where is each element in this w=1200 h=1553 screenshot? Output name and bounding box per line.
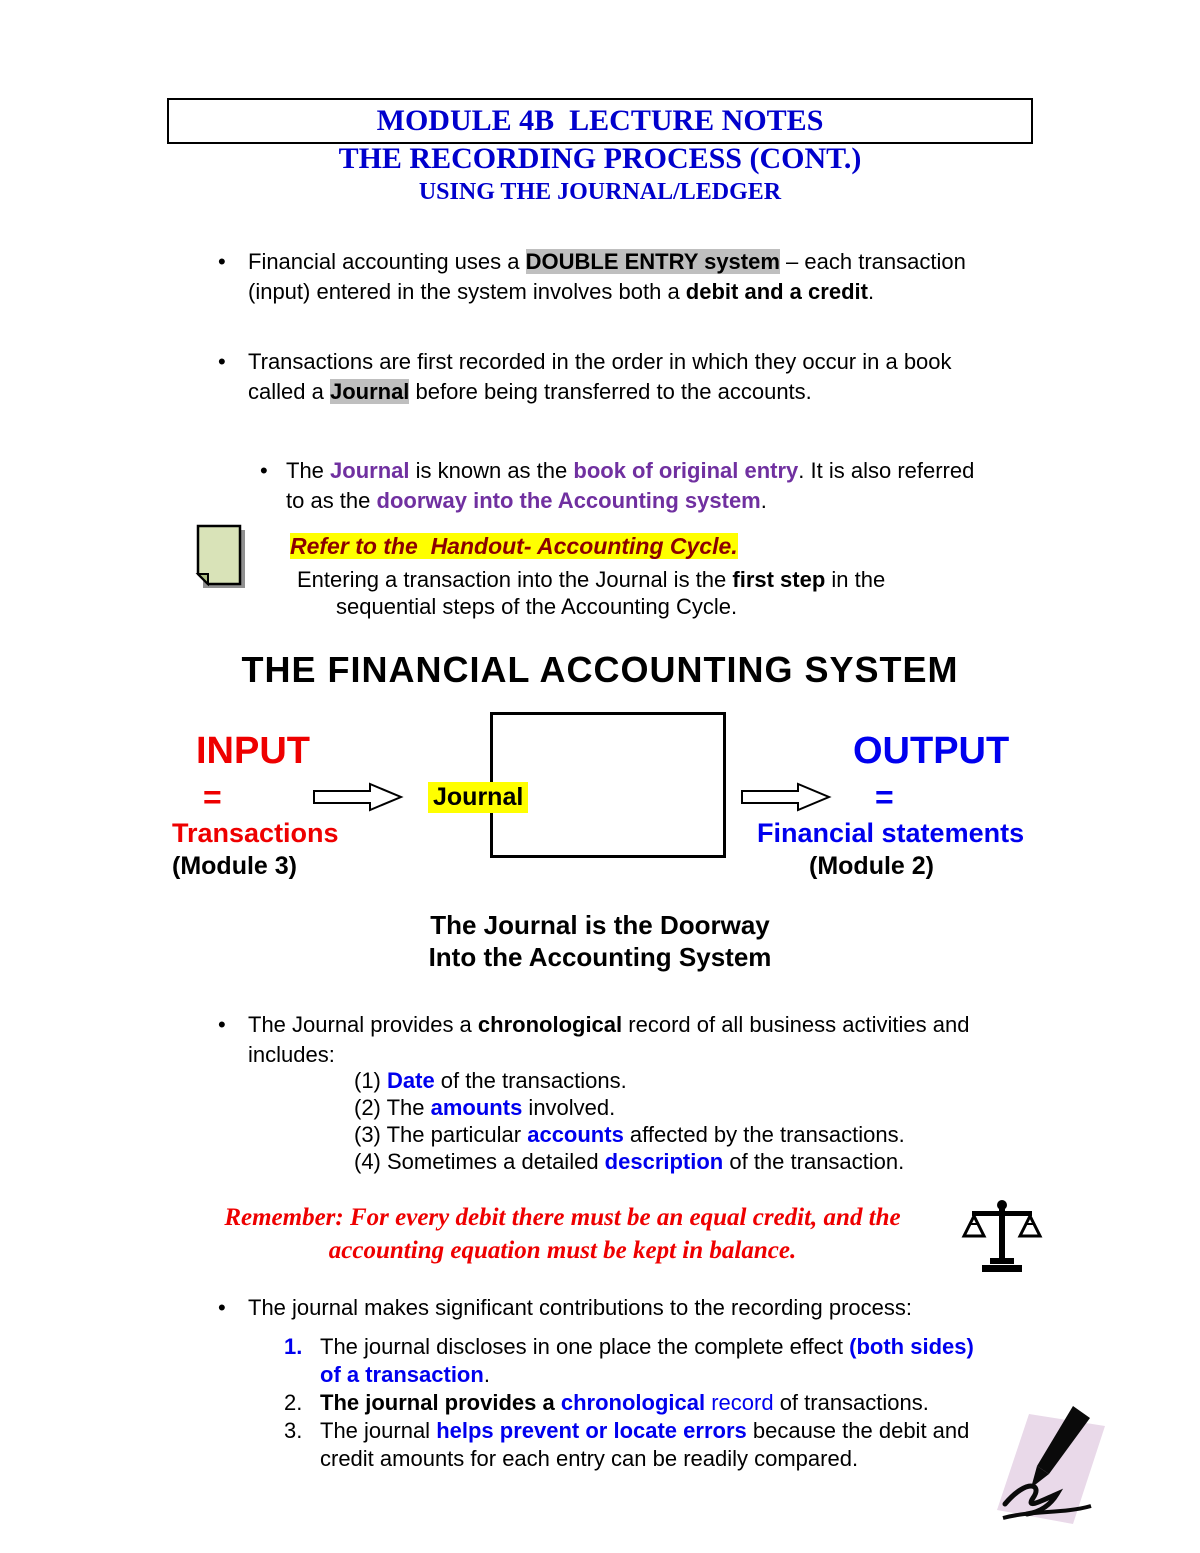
reminder-text: Remember: For every debit there must be …	[120, 1201, 1005, 1267]
bullet-contributions: The journal makes significant contributi…	[218, 1293, 1038, 1323]
bullet-marker	[218, 247, 248, 307]
bullet-double-entry: Financial accounting uses a DOUBLE ENTRY…	[218, 247, 1038, 307]
journal-features-list: (1) Date of the transactions. (2) The am…	[354, 1067, 1034, 1175]
page-title: THE RECORDING PROCESS (CONT.)	[338, 142, 862, 175]
item-text: The journal helps prevent or locate erro…	[320, 1418, 970, 1471]
output-label: OUTPUT	[853, 730, 1010, 772]
reminder-line-2: accounting equation must be kept in bala…	[328, 1237, 797, 1264]
bullet-journal-provides: The Journal provides a chronological rec…	[218, 1010, 1038, 1070]
flow-arrow-left-icon	[312, 781, 404, 818]
item-number: 1.	[284, 1334, 303, 1359]
input-module: (Module 3)	[172, 852, 297, 880]
output-value: Financial statements	[757, 818, 1025, 848]
flow-arrow-right-icon	[740, 781, 832, 818]
item-number: 3.	[284, 1418, 303, 1443]
bullet-text: The journal makes significant contributi…	[248, 1295, 913, 1320]
bullet-marker	[218, 1010, 248, 1070]
contribution-item-3: 3. The journal helps prevent or locate e…	[284, 1417, 1029, 1473]
bullet-text: Transactions are first recorded in the o…	[248, 349, 952, 404]
note-page-icon	[195, 524, 247, 595]
page-subtitle: USING THE JOURNAL/LEDGER	[418, 179, 782, 205]
diagram-caption-line1: The Journal is the Doorway	[430, 910, 770, 940]
balance-scales-icon	[960, 1198, 1044, 1281]
module-title-box: MODULE 4B LECTURE NOTES	[167, 98, 1033, 144]
note-line-2: Entering a transaction into the Journal …	[297, 567, 886, 592]
note-line-3: sequential steps of the Accounting Cycle…	[336, 594, 738, 619]
contribution-item-1: 1. The journal discloses in one place th…	[284, 1333, 1029, 1389]
output-module: (Module 2)	[809, 852, 934, 880]
reminder-line-1: Remember: For every debit there must be …	[224, 1204, 901, 1231]
bullet-text: The Journal provides a chronological rec…	[248, 1012, 970, 1067]
module-title: MODULE 4B LECTURE NOTES	[376, 104, 824, 137]
bullet-marker	[218, 347, 248, 407]
bullet-journal-order: Transactions are first recorded in the o…	[218, 347, 1038, 407]
journal-label: Journal	[428, 782, 529, 813]
bullet-text: Financial accounting uses a DOUBLE ENTRY…	[248, 249, 966, 304]
item-text: The journal provides a chronological rec…	[320, 1390, 929, 1415]
contribution-item-2: 2. The journal provides a chronological …	[284, 1389, 1029, 1417]
journal-box	[490, 712, 726, 858]
diagram-caption-line2: Into the Accounting System	[428, 942, 772, 972]
input-equals: =	[203, 779, 222, 815]
output-equals: =	[875, 779, 894, 815]
input-value: Transactions	[172, 818, 339, 848]
feature-item-2: (2) The amounts involved.	[354, 1095, 616, 1120]
feature-item-4: (4) Sometimes a detailed description of …	[354, 1149, 905, 1174]
bullet-marker	[260, 456, 286, 516]
bullet-marker	[218, 1293, 248, 1323]
bullet-book-of-original-entry: The Journal is known as the book of orig…	[260, 456, 1040, 516]
note-highlight-text: Refer to the Handout- Accounting Cycle.	[290, 533, 738, 559]
bullet-text: The Journal is known as the book of orig…	[286, 458, 975, 513]
pen-signature-icon	[993, 1400, 1108, 1537]
item-number: 2.	[284, 1390, 303, 1415]
note-highlight-line: Refer to the Handout- Accounting Cycle.	[290, 533, 738, 560]
feature-item-3: (3) The particular accounts affected by …	[354, 1122, 905, 1147]
input-label: INPUT	[196, 730, 310, 772]
feature-item-1: (1) Date of the transactions.	[354, 1068, 627, 1093]
item-text: The journal discloses in one place the c…	[320, 1334, 974, 1387]
system-heading: THE FINANCIAL ACCOUNTING SYSTEM	[241, 649, 959, 690]
